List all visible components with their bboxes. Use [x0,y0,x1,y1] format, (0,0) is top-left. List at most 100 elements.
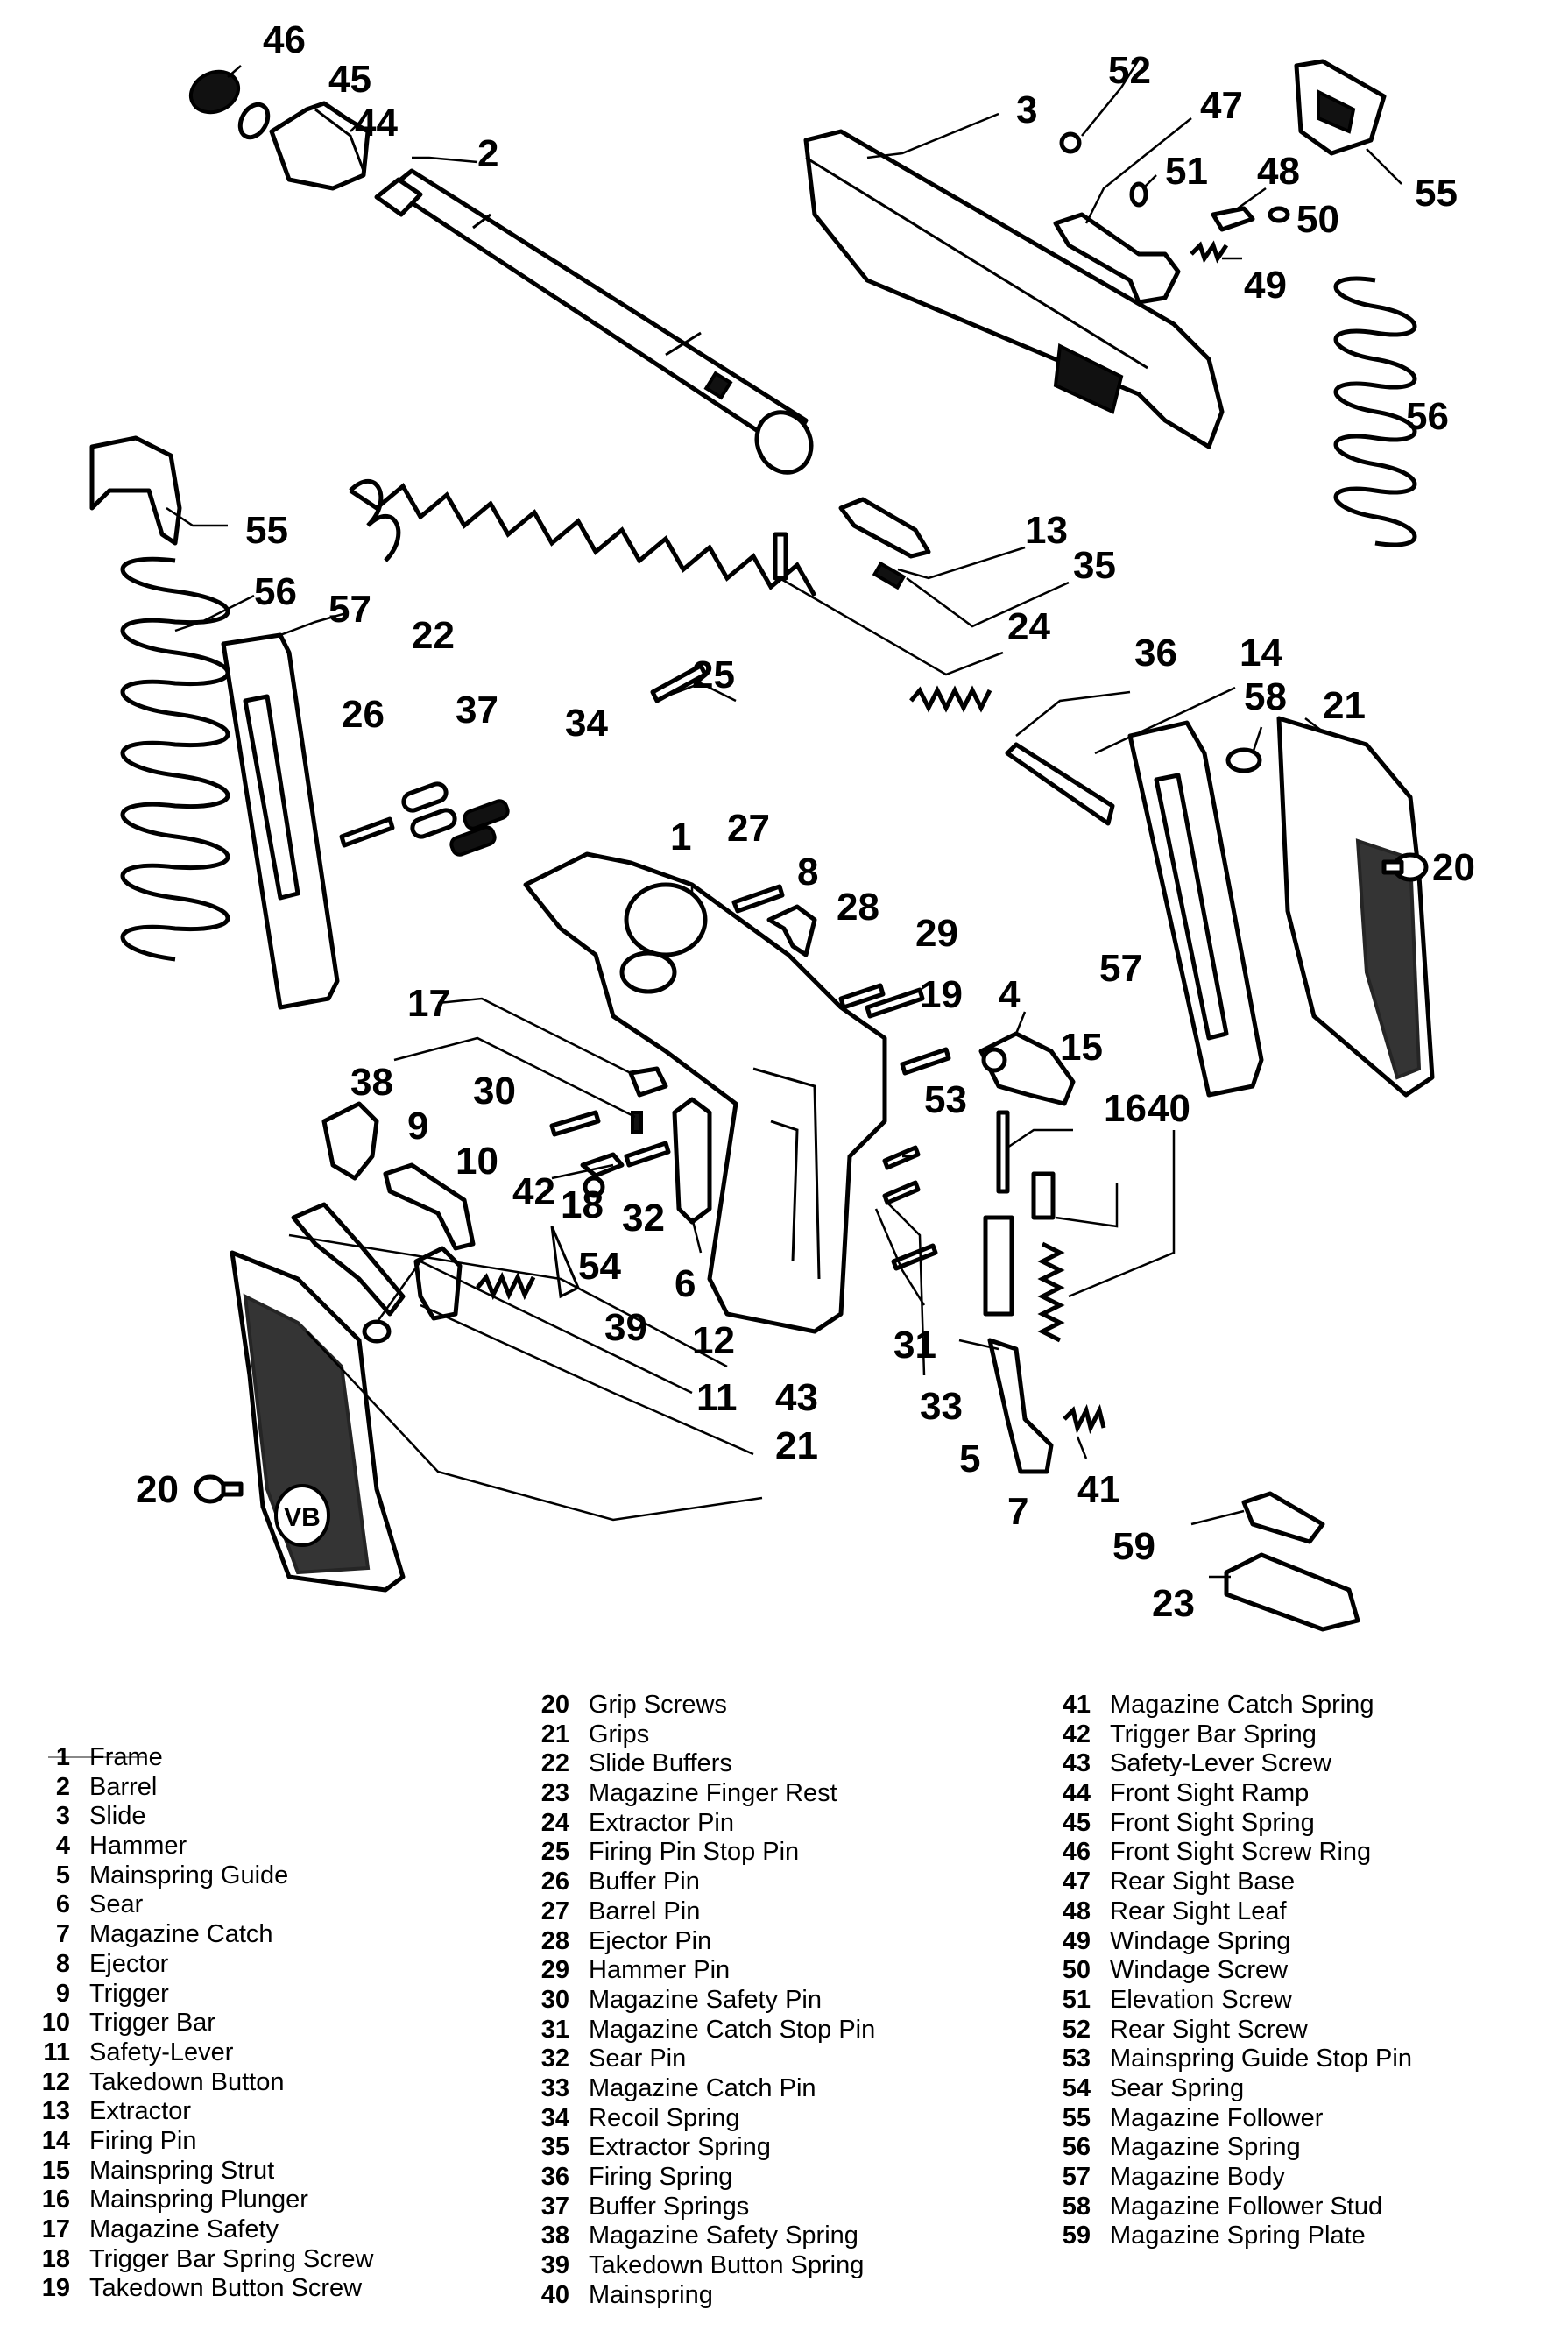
callout-5: 5 [959,1437,980,1480]
legend-entry-name: Magazine Catch [89,1920,273,1949]
callout-2: 2 [477,132,498,175]
buffer-pin-part [339,816,395,848]
callout-57: 57 [1099,947,1142,990]
legend-entry-name: Magazine Catch Spring [1110,1691,1374,1719]
leader-lines [166,59,1402,1579]
callout-43: 43 [775,1376,818,1419]
callout-40: 40 [1148,1087,1190,1130]
callout-53: 53 [924,1078,967,1121]
legend-entry-number: 14 [41,2126,70,2155]
legend-entry-name: Trigger Bar Spring Screw [89,2244,374,2273]
legend-entry-number: 37 [540,2192,569,2221]
callout-59: 59 [1112,1525,1155,1568]
legend-entry-number: 47 [1062,1868,1091,1897]
legend-entry-number: 1 [55,1743,70,1771]
legend-entry-name: Magazine Follower [1110,2103,1324,2132]
magazine-follower-part [1294,59,1387,156]
legend-entry-number: 21 [540,1720,569,1748]
legend-entry-number: 27 [540,1897,569,1925]
grip-screw-left-part [194,1474,244,1504]
legend-entry-name: Extractor [89,2097,192,2126]
legend-entry-number: 10 [41,2009,70,2038]
callout-55: 55 [1415,172,1458,215]
legend-entry-number: 19 [41,2274,70,2303]
callout-4: 4 [999,973,1021,1016]
legend-entry-number: 44 [1062,1779,1091,1808]
callout-37: 37 [456,689,498,731]
callout-14: 14 [1240,632,1282,675]
legend-entry-name: Magazine Spring Plate [1110,2221,1366,2250]
legend-entry-name: Safety-Lever [89,2038,234,2066]
extractor-pin-part [773,532,788,581]
legend-entry-name: Rear Sight Screw [1110,2015,1308,2044]
callout-46: 46 [263,18,306,61]
legend-entry-number: 41 [1062,1691,1091,1719]
legend-entry-number: 46 [1062,1838,1091,1867]
barrel-pin-part [731,884,785,914]
legend-entry-number: 59 [1062,2221,1091,2250]
legend-entry-number: 22 [540,1749,569,1778]
legend-entry-name: Trigger Bar [89,2009,215,2038]
legend-entry-number: 50 [1062,1956,1091,1985]
legend-entry-name: Extractor Pin [589,1808,734,1837]
callout-11: 11 [696,1376,738,1419]
hammer-pin-part [865,987,925,1019]
slide-part [803,129,1225,449]
legend-entry: 18 Trigger Bar Spring Screw [31,2245,556,2275]
legend-entry-number: 38 [540,2221,569,2250]
legend-entry-name: Grips [589,1720,650,1748]
legend-entry-name: Magazine Safety Pin [589,1985,822,2014]
callout-1: 1 [670,816,691,858]
legend-entry-name: Takedown Button Screw [89,2274,363,2303]
legend-entry-number: 42 [1062,1720,1091,1748]
legend-entry-number: 28 [540,1926,569,1955]
legend-column-3: 41 Magazine Catch Spring 42 Trigger Bar Spr… [1051,1691,1568,2251]
legend-entry-number: 58 [1062,2192,1091,2221]
legend-entry-name: Takedown Button [89,2067,285,2096]
legend-entry-number: 18 [41,2244,70,2273]
barrel-part [374,168,814,475]
callout-35: 35 [1073,544,1116,587]
callout-10: 10 [456,1140,498,1183]
callout-51: 51 [1165,150,1208,193]
legend-entry-name: Magazine Body [1110,2163,1285,2191]
legend-entry-number: 2 [55,1772,70,1801]
callout-34: 34 [565,702,608,745]
legend-entry-name: Sear Spring [1110,2073,1245,2102]
legend-entry-name: Front Sight Screw Ring [1110,1838,1372,1867]
legend-rule [48,1756,145,1758]
callout-23: 23 [1152,1582,1195,1625]
legend-entry-number: 55 [1062,2103,1091,2132]
hammer-part [978,1031,1076,1106]
callout-labels: 46 45 44 2 3 52 47 51 48 50 49 55 56 55 … [136,18,1475,1625]
magazine-body-left-part [221,632,340,1010]
legend-entry-number: 5 [55,1861,70,1889]
legend-entry-number: 20 [540,1691,569,1719]
callout-7: 7 [1007,1490,1028,1533]
legend-entry-name: Windage Spring [1110,1926,1291,1955]
legend-entry-name: Hammer Pin [589,1956,731,1985]
front-sight-spring-part [237,102,271,140]
callout-55-left: 55 [245,509,288,552]
legend-entry-name: Trigger Bar Spring [1110,1720,1317,1748]
callout-44: 44 [355,102,398,145]
legend-entry-number: 8 [55,1949,70,1978]
callout-19: 19 [920,973,963,1016]
legend-entry-name: Firing Pin [89,2126,197,2155]
safety-lever-screw-part [362,1319,392,1344]
trigger-bar-spring-screw-part [583,1176,605,1198]
